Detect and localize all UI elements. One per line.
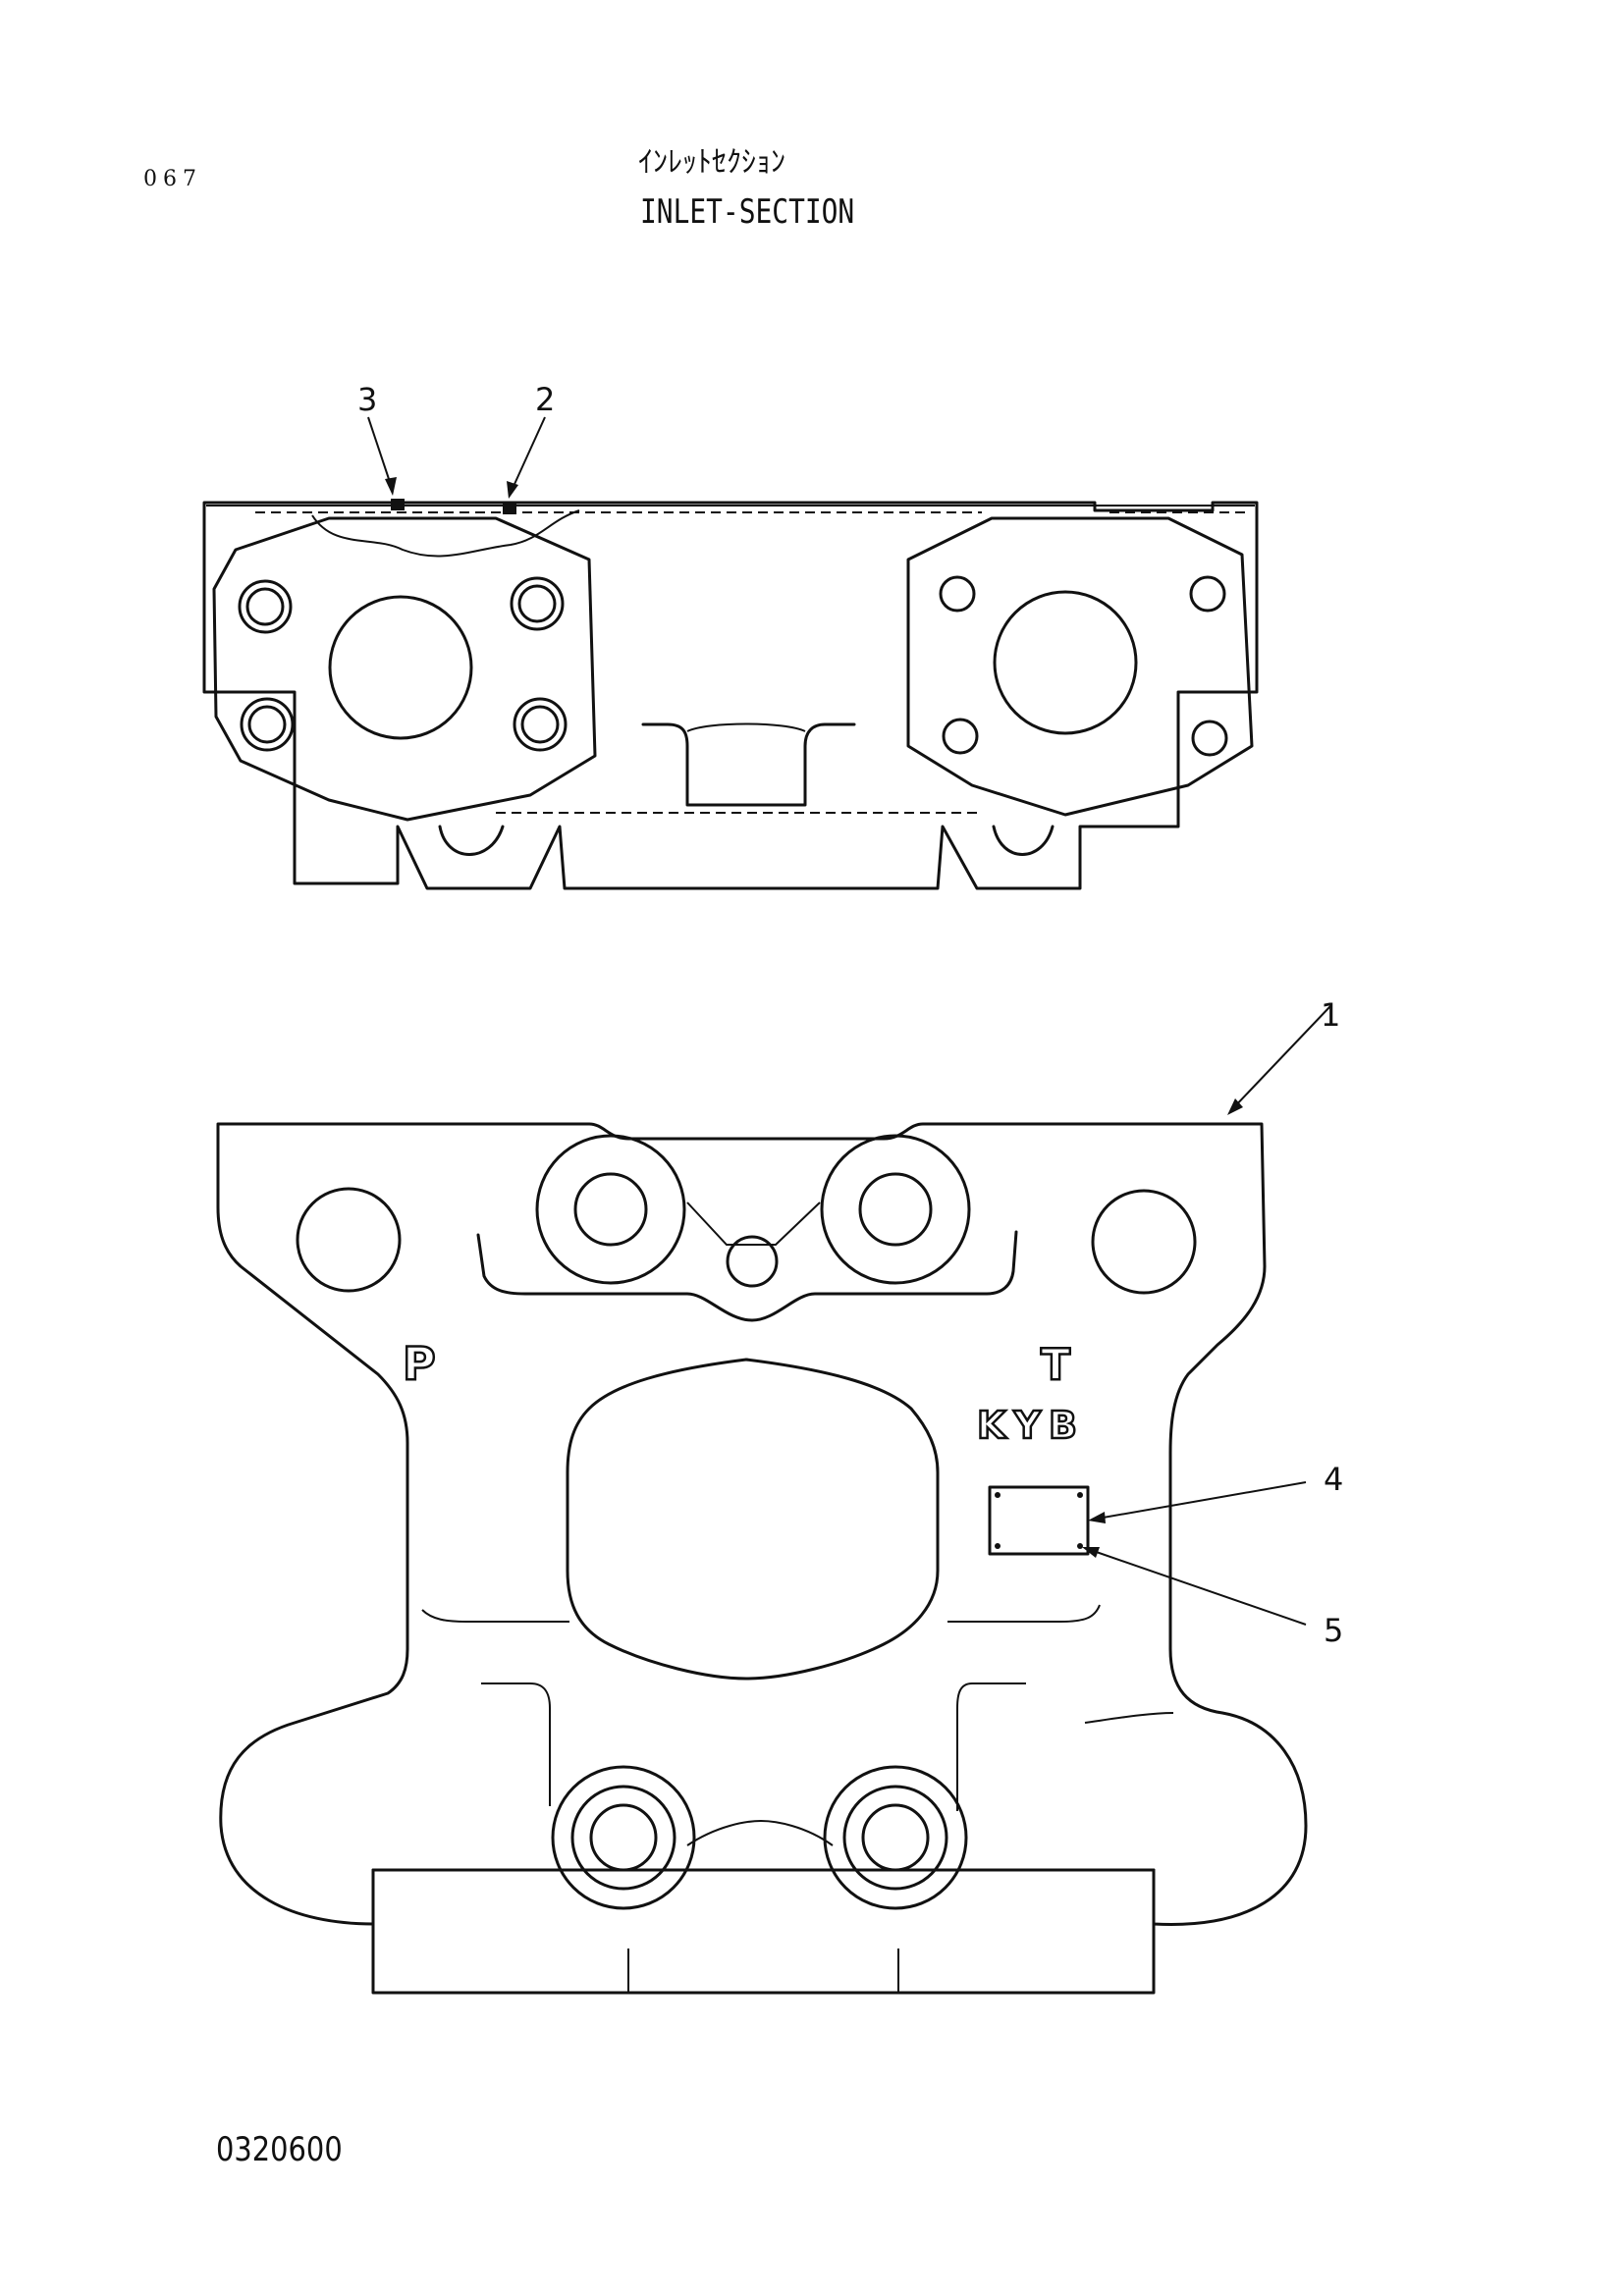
boss-web [686,1201,821,1246]
rivet [995,1492,1001,1498]
top-left-boss-bore [573,1172,648,1247]
callout-3-arrowhead [385,477,397,496]
left-flange-bolt-hole-inner [245,587,285,626]
right-side-port [1091,1189,1197,1295]
callout-3-label: 3 [357,381,377,418]
title-english: INLET-SECTION [640,192,855,232]
center-cavity [566,1358,940,1681]
front-view-body-outline [216,1122,1308,1926]
callout-5-arrowhead [1082,1547,1100,1558]
bottom-right-boss-bore [861,1803,930,1872]
bottom-left-boss-ring [570,1785,676,1891]
bottom-boss-web [686,1819,834,1846]
front-view: P T KYB 1 4 5 [216,996,1343,1995]
callout-1-arrowhead [1227,1098,1243,1115]
left-flange-bolt-hole-inner [247,705,287,744]
bottom-left-boss [551,1765,696,1910]
right-flange-bolt-hole [1189,575,1226,613]
plug-2-marker [503,503,516,514]
right-flange-bolt-hole [942,718,979,755]
rivet [995,1543,1001,1549]
left-recess-line [421,1609,569,1623]
callout-4-arrowhead [1088,1512,1106,1523]
callout-5-label: 5 [1324,1612,1343,1649]
center-boss [641,722,856,807]
top-left-boss [535,1134,686,1285]
center-boss-top [686,722,806,732]
bottom-right-boss [823,1765,968,1910]
bottom-left-boss-bore [589,1803,658,1872]
maker-mark-emboss: KYB [977,1404,1085,1447]
left-flange [212,516,597,822]
callout-4-leader [1091,1481,1307,1521]
center-pin-hole [726,1235,779,1288]
top-recess-outline [476,1230,1018,1322]
cutaway-break-line [311,509,580,558]
right-flange [906,516,1254,817]
left-flange-port [328,595,473,740]
left-flange-bolt-hole [513,697,568,752]
bottom-right-boss-ring [842,1785,948,1891]
left-flange-bolt-hole-inner [520,705,560,744]
plug-3-marker [391,499,405,510]
callout-2-label: 2 [535,381,555,418]
callout-1-label: 1 [1321,996,1340,1034]
left-flange-bolt-hole [510,576,565,631]
rivet [1077,1492,1083,1498]
left-flange-bolt-hole [238,579,293,634]
right-flange-bolt-hole [939,575,976,613]
right-flange-bolt-hole [1191,720,1228,757]
callout-2-leader [510,416,546,494]
callout-1-leader [1231,1005,1331,1110]
right-flange-port [993,590,1138,735]
left-flange-bolt-hole-inner [517,584,557,623]
lower-left-recess [481,1682,551,1806]
title-japanese: ｲﾝﾚｯﾄｾｸｼｮﾝ [638,145,785,180]
callout-4-label: 4 [1324,1461,1343,1498]
callout-5-leader [1084,1547,1307,1626]
port-t-emboss: T [1041,1340,1070,1390]
bottom-boss-right [992,825,1055,856]
rivet [1077,1543,1083,1549]
right-shoulder-line [1084,1712,1174,1724]
callout-2-arrowhead [507,481,518,499]
top-right-boss [820,1134,971,1285]
lower-right-recess [956,1682,1026,1811]
bottom-plate-joints [627,1949,899,1993]
drawing-number: 0320600 [216,2130,343,2169]
bottom-boss-left [438,825,505,856]
left-side-port [296,1187,402,1293]
name-plate [988,1485,1090,1556]
port-p-emboss: P [403,1337,436,1390]
right-recess-line [947,1604,1101,1623]
left-flange-bolt-hole [240,697,295,752]
page-number: 067 [143,167,202,191]
top-view: 3 2 [202,381,1259,890]
top-view-body-outline [202,501,1259,890]
top-right-boss-bore [858,1172,933,1247]
bottom-plate [371,1868,1156,1995]
